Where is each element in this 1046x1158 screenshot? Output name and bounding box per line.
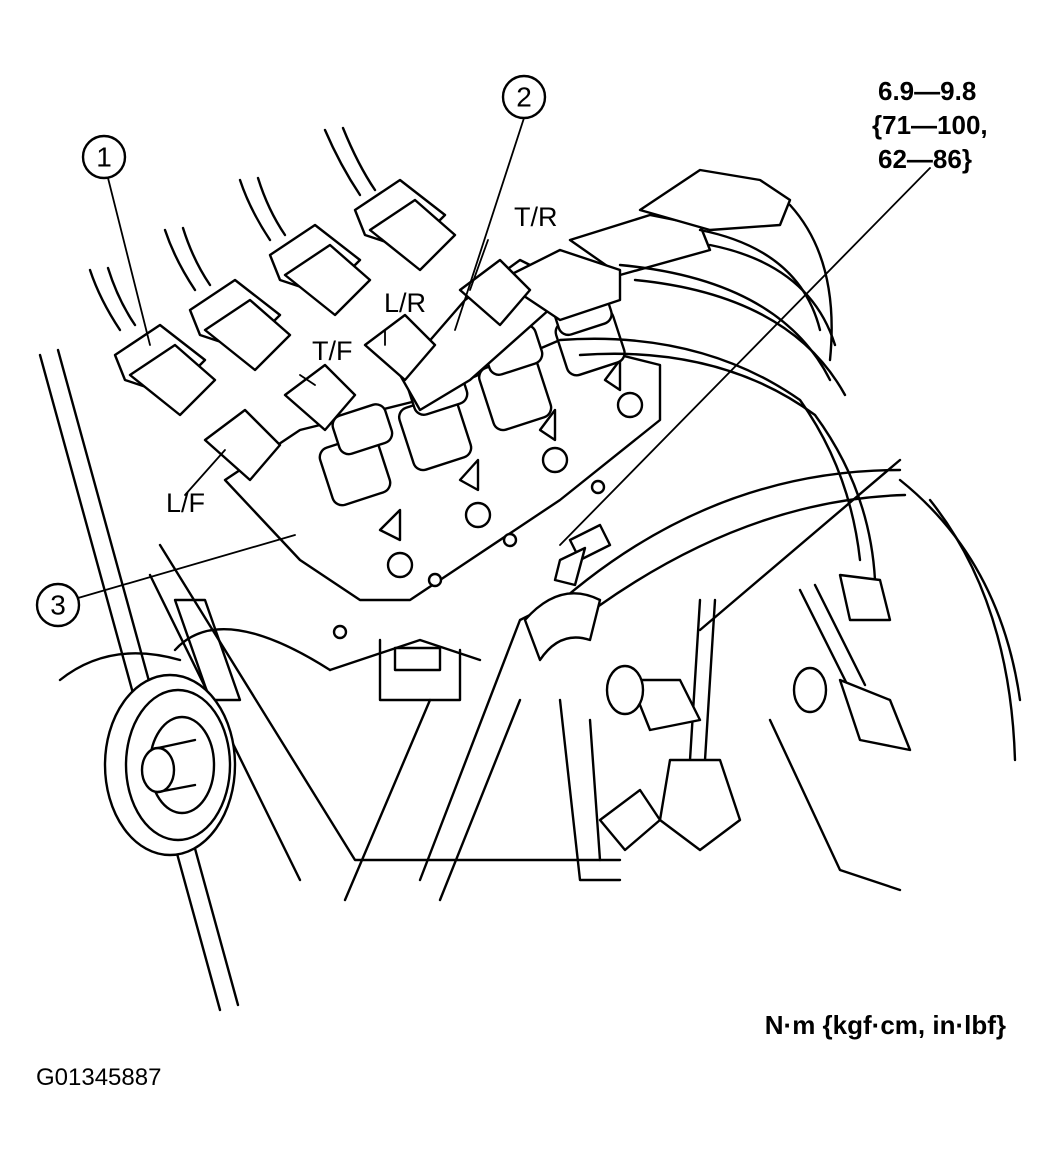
label-lr: L/R: [384, 288, 426, 318]
connector-tf: [163, 226, 292, 372]
callout-1: 1: [81, 134, 127, 180]
leader-lines: [77, 117, 931, 599]
callout-3: 3: [35, 582, 81, 628]
torque-spec-line2: {71—100,: [872, 110, 988, 140]
spark-plug-leads: [523, 203, 912, 852]
label-lf: L/F: [166, 488, 205, 518]
callout-2: 2: [501, 74, 547, 120]
torque-spec-line1: 6.9—9.8: [878, 76, 976, 106]
callout-2-number: 2: [516, 82, 532, 113]
torque-spec-line3: 62—86}: [878, 144, 972, 174]
callout-3-number: 3: [50, 590, 66, 621]
unit-legend: N·m {kgf·cm, in·lbf}: [765, 1010, 1006, 1040]
callout-1-number: 1: [96, 142, 112, 173]
label-tr: T/R: [514, 202, 558, 232]
connector-tr: [323, 126, 457, 272]
coil-lf: [318, 403, 394, 507]
connector-lf: [88, 266, 217, 417]
coil-connectors: [88, 126, 532, 482]
label-tf: T/F: [312, 336, 353, 366]
connector-lr: [238, 176, 372, 317]
engine-block: [38, 348, 1022, 1012]
figure-code: G01345887: [36, 1064, 161, 1091]
crank-pulley: [103, 673, 237, 857]
mounting-bolt: [553, 523, 612, 587]
